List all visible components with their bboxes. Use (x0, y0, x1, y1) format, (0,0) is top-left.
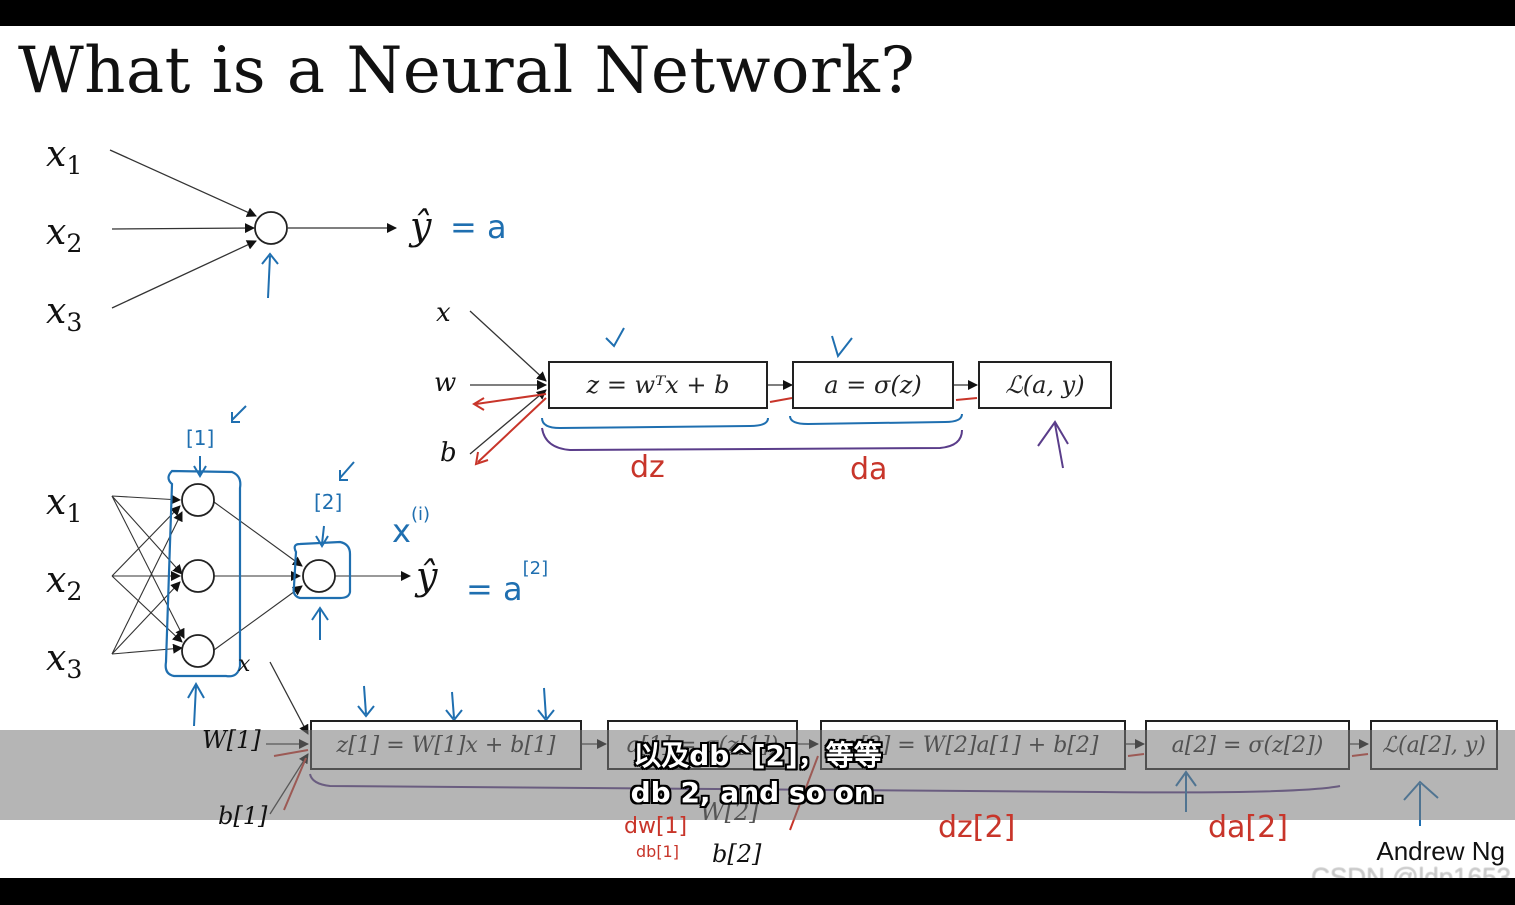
blue-check-2 (831, 335, 853, 359)
lr-input-w: w (434, 368, 457, 398)
handwritten-dz2: dz[2] (938, 810, 1016, 845)
handwritten-equals-a: = a (450, 208, 507, 246)
handwritten-db1: db[1] (636, 842, 679, 861)
slide-title: What is a Neural Network? (18, 34, 916, 108)
deep-input-W1: W[1] (202, 726, 261, 754)
blue-arrow-output-up (311, 606, 329, 640)
input-x2-label: x (46, 212, 67, 253)
tl-input-x3-sub: 3 (66, 655, 83, 685)
output-node (302, 559, 336, 593)
two-layer-edges (111, 494, 411, 655)
subtitle-band (0, 730, 1515, 820)
tl-input-x1-label: x (46, 482, 67, 523)
layer2-label: [2] (314, 490, 343, 514)
output-yhat: ŷ (410, 204, 432, 248)
hidden-node-1 (181, 483, 215, 517)
csdn-watermark: CSDN @ldp1653 (1311, 862, 1511, 878)
subtitle-line-chinese: 以及db^[2]，等等 (633, 739, 882, 772)
purple-brace (541, 427, 963, 452)
deep-input-W2: W[2] (700, 798, 759, 826)
blue-check-1 (605, 327, 625, 348)
input-x1-sub: 1 (66, 151, 83, 181)
tl-input-x1-sub: 1 (66, 499, 83, 529)
tl-x-label: x (238, 652, 251, 677)
tl-handwritten-output: = a[2] (466, 558, 548, 608)
blue-arrow-layer2 (339, 461, 355, 481)
input-x2-sub: 2 (66, 229, 83, 259)
hidden-node-3 (181, 634, 215, 668)
blue-brace-2 (789, 413, 963, 426)
deep-input-b2: b[2] (712, 840, 762, 868)
sample-label: x(i) (392, 504, 430, 550)
logistic-red-backprop (472, 393, 978, 466)
hidden-node-2 (181, 559, 215, 593)
layer1-label: [1] (186, 426, 215, 450)
handwritten-da: da (850, 452, 888, 487)
blue-arrow-layer2-down (315, 525, 329, 548)
author-credit: Andrew Ng (1376, 836, 1505, 866)
handwritten-dz: dz (630, 450, 665, 485)
sample-label-sup: (i) (410, 504, 430, 525)
layer1-blue-box (164, 469, 242, 678)
single-neuron-edges (109, 149, 397, 309)
slide-frame: What is a Neural Network? (0, 26, 1515, 878)
handwritten-da2: da[2] (1208, 810, 1288, 845)
tl-input-x3: x3 (46, 638, 82, 684)
input-x3-label: x (46, 291, 67, 332)
tl-input-x2-label: x (46, 560, 67, 601)
blue-up-arrow (261, 252, 279, 299)
lr-box-sigmoid: a = σ(z) (792, 361, 954, 409)
tl-input-x3-label: x (46, 638, 67, 679)
lr-input-x: x (436, 298, 451, 328)
single-neuron-node (254, 211, 288, 245)
tl-handwritten-a: = a (466, 570, 523, 608)
subtitle-line-english: db 2, and so on. (630, 776, 885, 809)
input-x2: x2 (46, 212, 82, 258)
lr-box-linear: z = wᵀx + b (548, 361, 768, 409)
tl-input-x2-sub: 2 (66, 577, 83, 607)
input-x1: x1 (46, 134, 82, 180)
blue-arrow-layer1 (231, 405, 247, 423)
sample-label-x: x (392, 512, 411, 550)
blue-brace-1 (541, 417, 769, 430)
tl-input-x1: x1 (46, 482, 82, 528)
blue-arrow-hidden-up (187, 681, 205, 727)
lr-box-loss: ℒ(a, y) (978, 361, 1112, 409)
logistic-input-edges (469, 310, 978, 455)
purple-up-arrow (1037, 420, 1069, 469)
tl-handwritten-a-sup: [2] (522, 558, 549, 579)
input-x3: x3 (46, 291, 82, 337)
input-x1-label: x (46, 134, 67, 175)
layer2-blue-box (292, 540, 352, 600)
lr-input-b: b (440, 438, 457, 468)
blue-checks-deep (357, 685, 555, 722)
deep-input-b1: b[1] (218, 802, 268, 830)
input-x3-sub: 3 (66, 308, 83, 338)
tl-input-x2: x2 (46, 560, 82, 606)
blue-arrow-layer1-down (193, 456, 207, 478)
tl-output-yhat: ŷ (416, 554, 438, 598)
handwritten-dw1: dw[1] (624, 814, 688, 839)
